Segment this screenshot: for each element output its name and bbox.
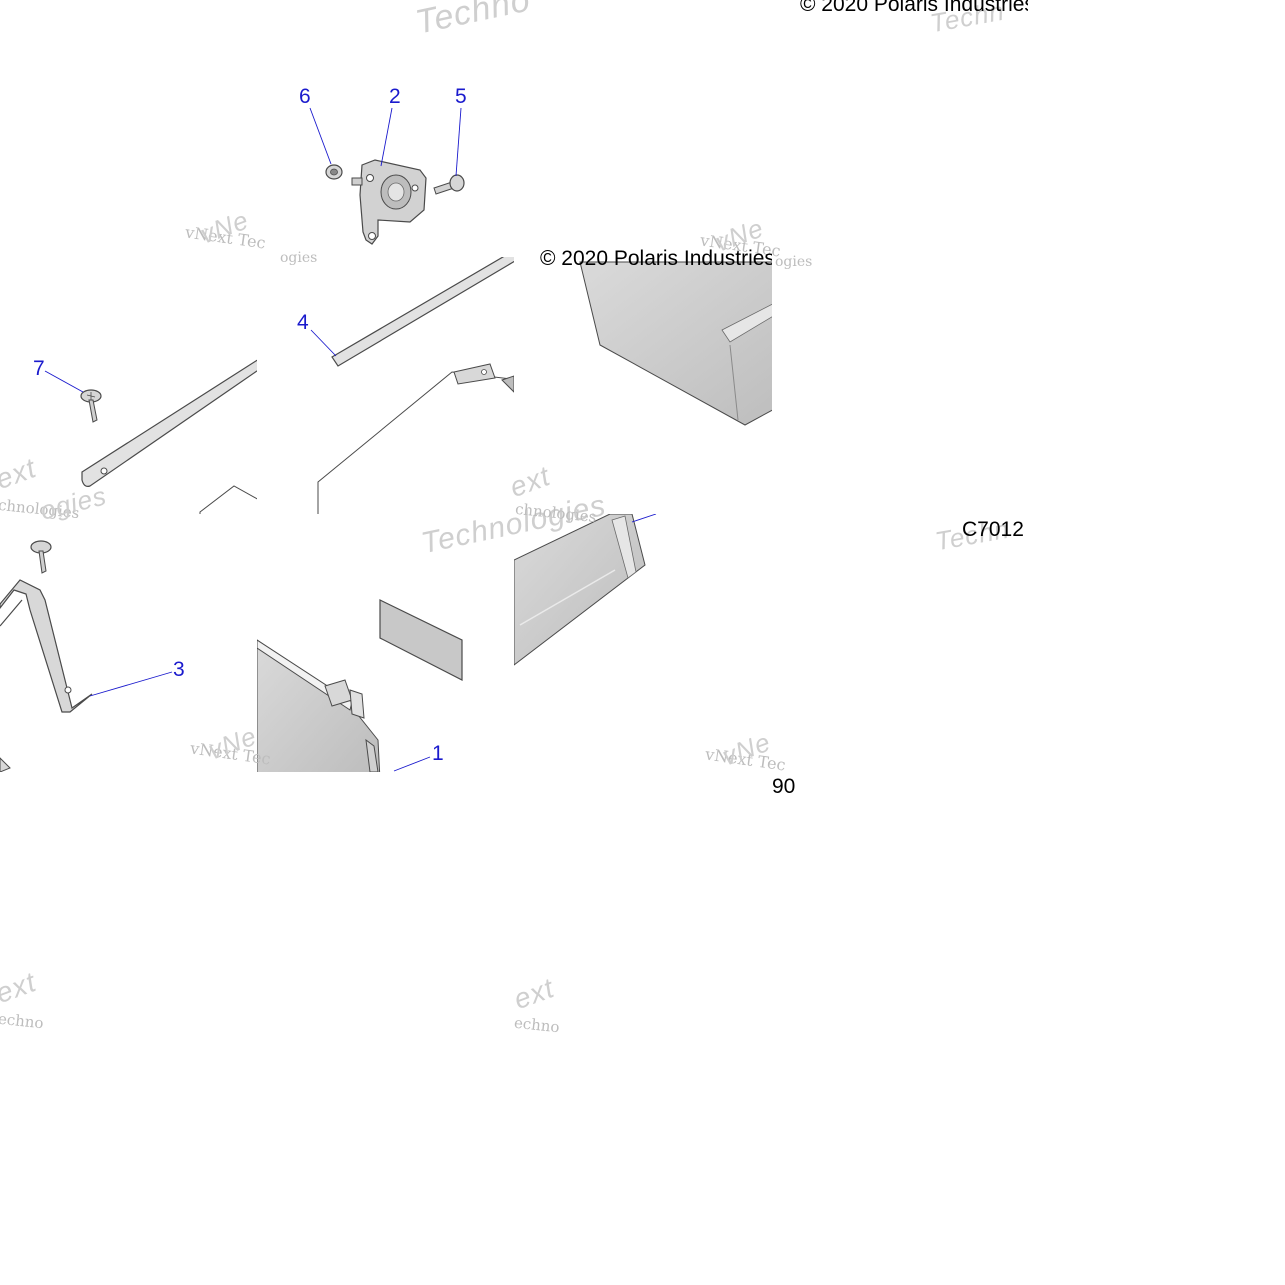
callout-5: 5 xyxy=(455,85,467,108)
copyright-fragment-clip: © 2020 Polaris Industries xyxy=(540,248,772,268)
watermark-fragment: ogies xyxy=(280,250,318,266)
part-7-screw-lower xyxy=(30,540,52,574)
drawing-code: C7012 xyxy=(962,518,1024,541)
part-pad xyxy=(379,599,463,681)
callout-4: 4 xyxy=(297,311,309,334)
copyright-fragment: © 2020 Polaris Industries xyxy=(540,248,772,268)
callout-1: 1 xyxy=(432,742,444,765)
part-5-bolt xyxy=(433,174,465,195)
part-2-bracket xyxy=(351,159,427,245)
part-6-nut xyxy=(325,164,343,180)
callout-3: 3 xyxy=(173,658,185,681)
watermark-fragment: ogies xyxy=(775,254,813,270)
copyright-clip: © 2020 Polaris Industries xyxy=(770,0,1028,20)
page-fragment: 90 xyxy=(772,775,796,798)
leader-lines xyxy=(44,107,462,772)
callout-7: 7 xyxy=(33,357,45,380)
callout-6: 6 xyxy=(299,85,311,108)
part-3-hold-down xyxy=(0,579,93,772)
copyright-text: © 2020 Polaris Industries xyxy=(800,0,1028,16)
callout-2: 2 xyxy=(389,85,401,108)
part-4-strap xyxy=(81,257,514,487)
part-1-battery-box xyxy=(199,261,772,772)
part-7-screw xyxy=(80,389,102,423)
